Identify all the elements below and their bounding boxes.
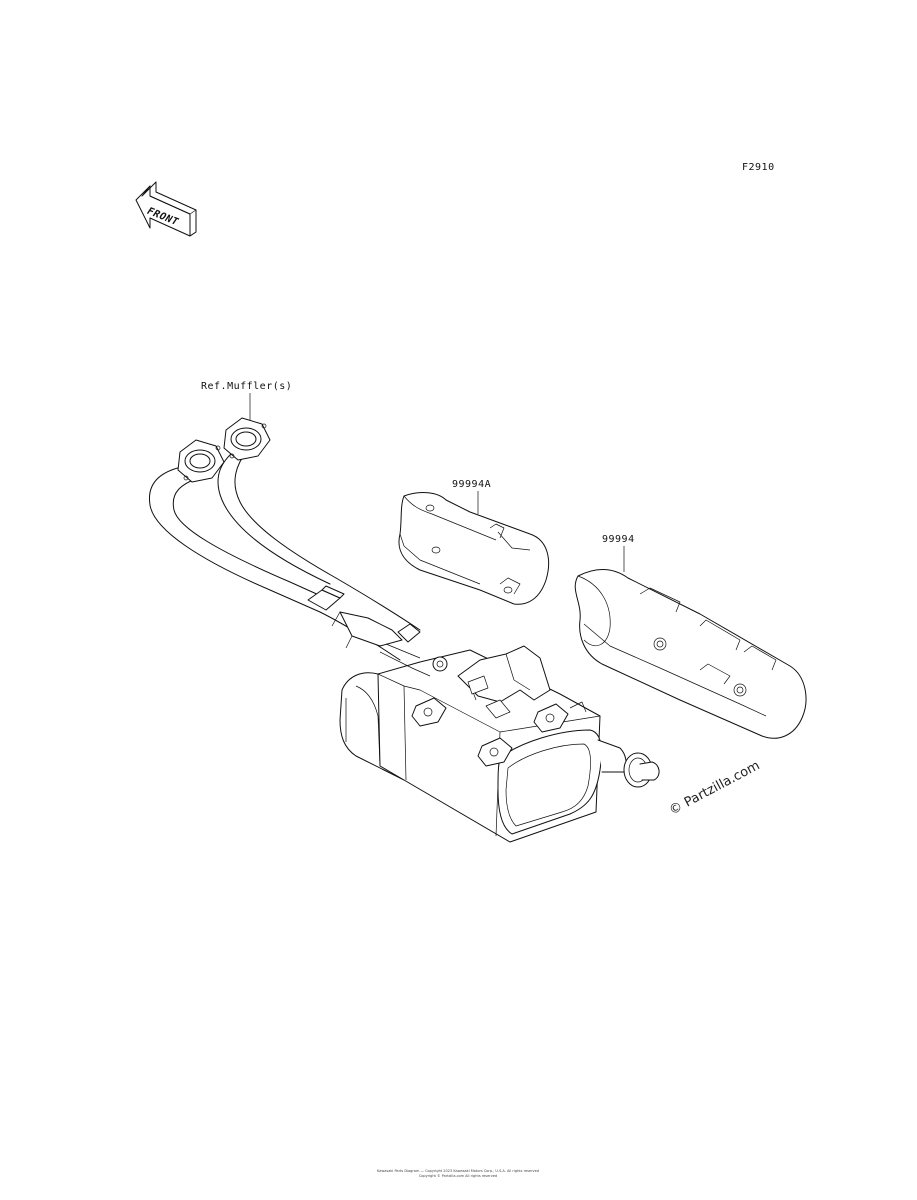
header-pipes [148, 447, 421, 661]
exhaust-flange-right [223, 417, 271, 461]
heat-shield-99994 [574, 569, 807, 739]
callout-99994a: 99994A [452, 479, 491, 490]
front-arrow-icon: FRONT [135, 181, 197, 237]
exhaust-flange-left [177, 439, 225, 483]
outlet-pipe [597, 739, 660, 788]
footer-line-2: Copyright © Partzilla.com All rights res… [419, 1174, 497, 1178]
callout-99994: 99994 [602, 534, 635, 545]
muffler-body [339, 643, 603, 843]
callout-ref-muffler: Ref.Muffler(s) [201, 381, 292, 392]
diagram-code: F2910 [742, 162, 775, 173]
watermark: © Partzilla.com [667, 758, 763, 818]
footer-line-1: Kawasaki Parts Diagram — Copyright 2023 … [377, 1169, 539, 1173]
heat-shield-99994a [398, 492, 550, 605]
